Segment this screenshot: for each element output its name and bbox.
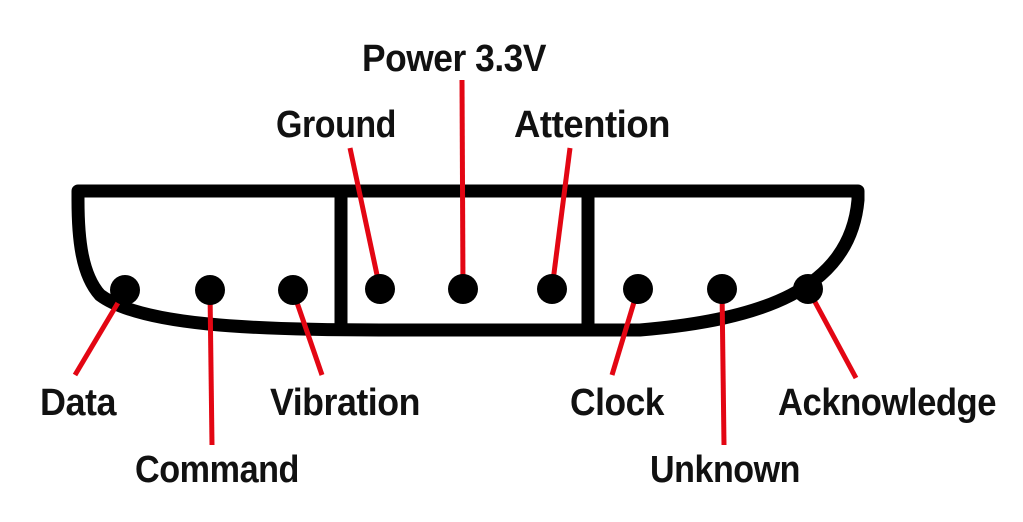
leader-line-command [207,290,215,446]
pin-power [448,274,478,304]
label-vibration: Vibration [270,382,420,424]
pin-attention [537,274,567,304]
pins [110,274,823,305]
label-attention: Attention [514,104,670,146]
leader-line-acknowledge [805,287,859,380]
label-acknowledge: Acknowledge [778,382,996,424]
label-command: Command [135,449,299,491]
label-power: Power 3.3V [362,38,547,80]
pin-clock [623,274,653,304]
leader-line-unknown [719,288,727,446]
leader-lines [72,79,859,446]
pin-ground [365,274,395,304]
pin-data [110,275,140,305]
label-data: Data [40,382,117,424]
pin-vibration [278,275,308,305]
connector-outline [71,184,865,337]
pin-command [195,275,225,305]
pin-acknowledge [793,274,823,304]
leader-line-vibration [290,290,325,376]
pin-labels: Data Command Vibration Ground Power 3.3V… [40,38,997,491]
connector-body [71,184,865,337]
label-ground: Ground [276,104,396,146]
pin-unknown [707,274,737,304]
leader-line-attention [549,147,573,290]
leader-line-data [72,289,128,377]
leader-line-ground [347,147,383,290]
leader-line-power [459,79,466,290]
label-clock: Clock [570,382,665,424]
label-unknown: Unknown [650,449,800,491]
